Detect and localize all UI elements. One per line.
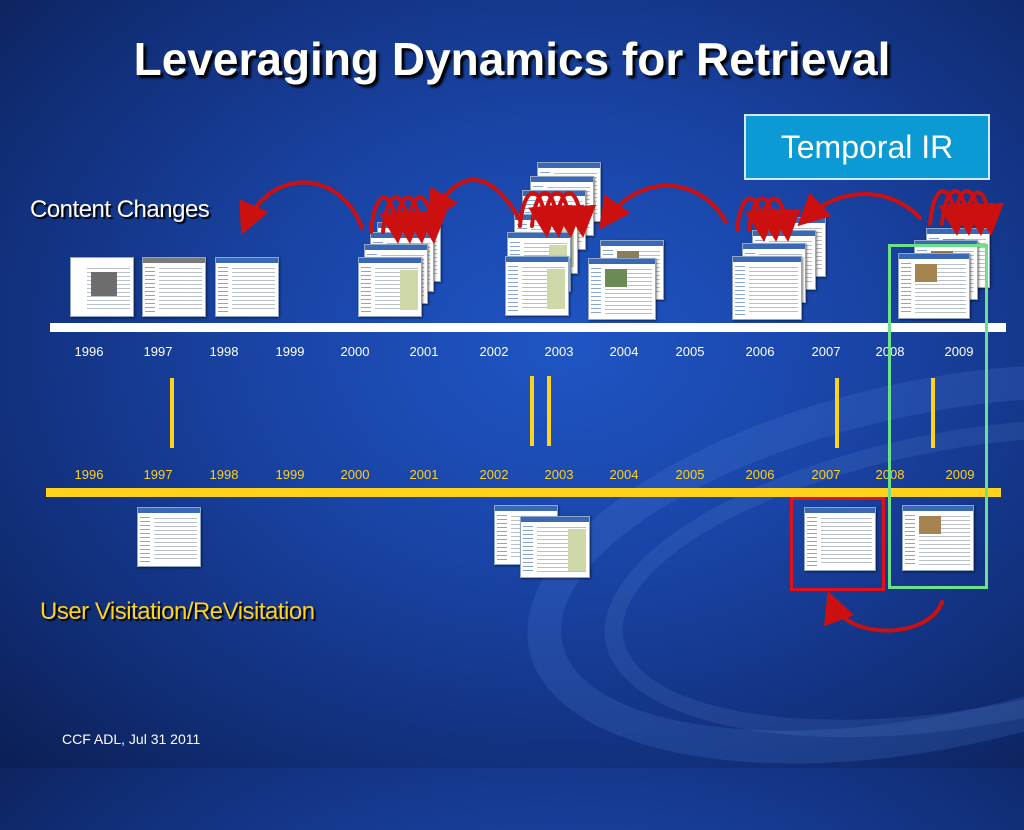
year-label: 1996: [74, 467, 104, 482]
change-arrow: [964, 190, 1005, 236]
content-timeline: [50, 323, 1006, 332]
slide-title: Leveraging Dynamics for Retrieval: [133, 33, 891, 85]
page-thumbnail: [215, 257, 279, 317]
year-label: 2005: [675, 467, 705, 482]
year-label: 2005: [675, 344, 705, 359]
page-thumbnail: [70, 257, 134, 317]
page-thumbnail: [358, 257, 422, 317]
page-thumbnail: [142, 257, 206, 317]
revisit-arrow: [823, 590, 944, 633]
year-label: 2000: [340, 467, 370, 482]
year-label: 2004: [609, 467, 639, 482]
page-thumbnail: [505, 256, 569, 316]
year-label: 2009: [944, 344, 974, 359]
year-label: 2006: [745, 344, 775, 359]
year-label: 2003: [544, 344, 574, 359]
user-visitation-label: User Visitation/ReVisitation: [40, 598, 315, 625]
visited-page-thumbnail: [804, 507, 876, 571]
year-label: 2002: [479, 344, 509, 359]
current-version-frame: [888, 244, 988, 589]
year-label: 2009: [945, 467, 975, 482]
change-arrows: [239, 178, 1005, 633]
change-arrow: [599, 183, 728, 230]
year-label: 1996: [74, 344, 104, 359]
year-label: 2002: [479, 467, 509, 482]
year-label: 2001: [409, 344, 439, 359]
year-label: 2001: [409, 467, 439, 482]
visit-tick: [547, 376, 551, 446]
temporal-ir-callout: Temporal IR: [744, 114, 990, 180]
year-label: 1998: [209, 344, 239, 359]
year-label: 2007: [811, 344, 841, 359]
page-thumbnail: [732, 256, 802, 320]
year-label: 1997: [143, 344, 173, 359]
change-arrow: [759, 196, 802, 242]
visit-tick: [835, 378, 839, 448]
slide-footer: CCF ADL, Jul 31 2011: [62, 731, 201, 747]
year-label: 2007: [811, 467, 841, 482]
change-arrow: [797, 192, 922, 227]
visit-tick: [931, 378, 935, 448]
change-arrow: [554, 191, 597, 238]
page-thumbnail: [898, 253, 970, 319]
year-label: 2006: [745, 467, 775, 482]
visit-tick: [170, 378, 174, 448]
visited-page-thumbnail: [520, 516, 590, 578]
content-changes-label: Content Changes: [30, 196, 210, 223]
year-label: 1998: [209, 467, 239, 482]
year-label: 2004: [609, 344, 639, 359]
visited-page-thumbnail: [137, 507, 201, 567]
visitation-timeline: [46, 488, 1001, 497]
visit-tick: [530, 376, 534, 446]
year-label: 1999: [275, 467, 305, 482]
change-arrow: [427, 178, 522, 223]
page-thumbnail: [588, 258, 656, 320]
year-label: 2003: [544, 467, 574, 482]
year-label: 1999: [275, 344, 305, 359]
visited-page-thumbnail: [902, 505, 974, 571]
year-label: 1997: [143, 467, 173, 482]
year-label: 2000: [340, 344, 370, 359]
change-arrow: [239, 180, 364, 236]
revisited-version-frame: [790, 497, 885, 591]
